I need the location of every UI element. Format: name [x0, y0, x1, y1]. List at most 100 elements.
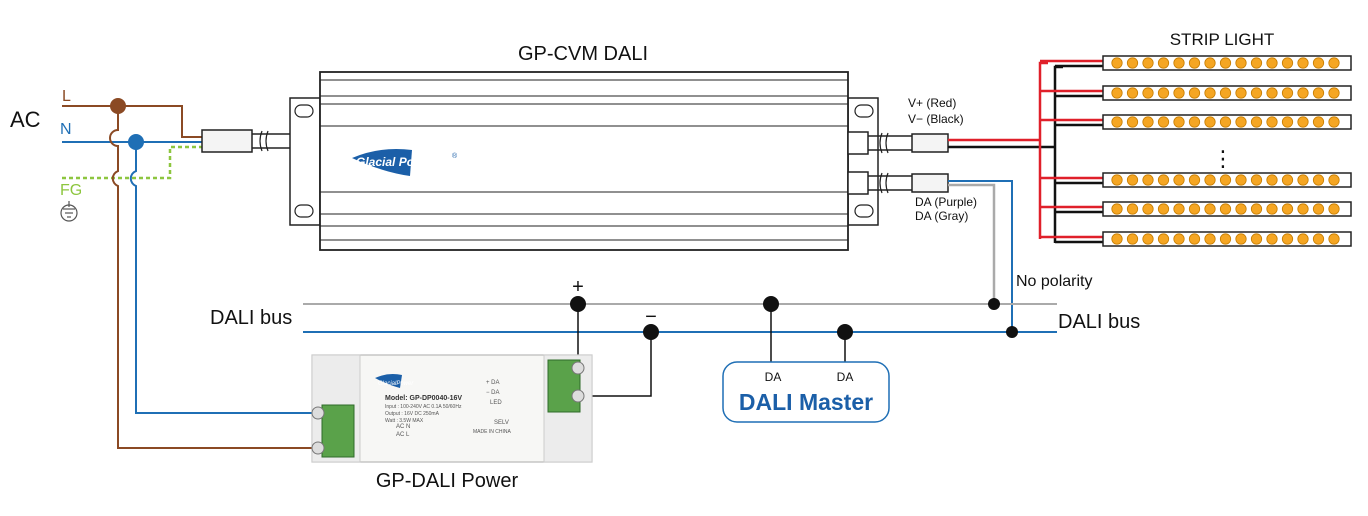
ground-wire — [62, 145, 202, 180]
strip-led-icon — [1111, 233, 1123, 245]
strip-led-icon — [1328, 233, 1340, 245]
strip-led-icon — [1235, 57, 1247, 69]
strip-led-icon — [1219, 233, 1232, 245]
driver-da-junction-2 — [1006, 326, 1018, 338]
strip-light-row — [1102, 55, 1352, 71]
strip-led-icon — [1188, 57, 1201, 69]
psu-model: Model: GP-DP0040-16V — [385, 395, 462, 402]
strip-light-row — [1102, 231, 1352, 247]
strip-led-icon — [1235, 116, 1247, 128]
strip-lights — [1102, 55, 1352, 247]
strip-led-icon — [1266, 233, 1278, 245]
v-minus-label: V− (Black) — [908, 112, 964, 126]
line-label: L — [62, 88, 71, 105]
strip-led-icon — [1157, 174, 1170, 186]
strip-led-icon — [1250, 87, 1263, 99]
strip-led-icon — [1204, 87, 1216, 99]
strip-led-icon — [1142, 203, 1154, 215]
strip-led-icon — [1188, 174, 1201, 186]
v-plus-label: V+ (Red) — [908, 96, 956, 110]
master-da2-junction — [837, 324, 853, 340]
strip-led-icon — [1204, 233, 1216, 245]
strip-led-icon — [1142, 87, 1154, 99]
da-purple-label: DA (Purple) — [915, 195, 977, 209]
strip-led-icon — [1157, 233, 1170, 245]
neutral-label: N — [60, 121, 72, 138]
strip-led-icon — [1173, 174, 1185, 186]
strip-led-icon — [1219, 57, 1232, 69]
driver-logo-text: Glacial Power — [356, 155, 436, 169]
strip-led-icon — [1111, 203, 1123, 215]
strip-led-icon — [1328, 203, 1340, 215]
psu-spec2: Output : 16V DC 250mA — [385, 411, 440, 417]
strip-led-icon — [1328, 87, 1340, 99]
output-cable-power — [847, 131, 949, 155]
strip-led-icon — [1173, 233, 1185, 245]
strip-led-icon — [1111, 174, 1123, 186]
driver-title: GP-CVM DALI — [518, 43, 648, 65]
psu-made-in: MADE IN CHINA — [473, 429, 511, 435]
master-da1-junction — [763, 296, 779, 312]
strip-led-icon — [1188, 87, 1201, 99]
line-wire — [62, 105, 202, 138]
strip-led-icon — [1142, 57, 1154, 69]
psu-led: LED — [490, 400, 502, 406]
strip-led-icon — [1142, 116, 1154, 128]
strip-led-icon — [1297, 174, 1309, 186]
ac-label: AC — [10, 107, 41, 132]
strip-led-icon — [1235, 203, 1247, 215]
dali-power-supply: GlacialPower Model: GP-DP0040-16V Input … — [311, 354, 593, 463]
strip-title: STRIP LIGHT — [1170, 30, 1275, 49]
psu-logo-text: GlacialPower — [378, 381, 414, 387]
strip-led-icon — [1297, 233, 1309, 245]
strip-light-row — [1102, 201, 1352, 217]
strip-led-icon — [1188, 233, 1201, 245]
strip-led-icon — [1111, 57, 1123, 69]
strip-led-icon — [1297, 87, 1309, 99]
line-junction — [110, 98, 126, 114]
strip-led-icon — [1173, 87, 1185, 99]
strip-light-row — [1102, 85, 1352, 101]
strip-led-icon — [1250, 174, 1263, 186]
strip-led-icon — [1126, 57, 1139, 69]
earth-ground-icon — [60, 201, 78, 222]
strip-light-row — [1102, 172, 1352, 188]
strip-led-icon — [1204, 174, 1216, 186]
strip-led-icon — [1312, 203, 1325, 215]
strip-led-icon — [1235, 87, 1247, 99]
strip-led-icon — [1219, 116, 1232, 128]
bus-plus-label: + — [572, 276, 584, 298]
strip-led-icon — [1204, 203, 1216, 215]
strip-red-bus — [1038, 61, 1048, 239]
strip-led-icon — [1266, 57, 1278, 69]
strip-black-bus — [1053, 65, 1063, 243]
driver-da-junction-1 — [988, 298, 1000, 310]
strip-led-icon — [1157, 57, 1170, 69]
psu-plus-junction — [570, 296, 586, 312]
strip-led-icon — [1235, 233, 1247, 245]
strip-led-icon — [1142, 174, 1154, 186]
strip-led-icon — [1312, 233, 1325, 245]
strip-led-icon — [1173, 203, 1185, 215]
strip-led-icon — [1328, 174, 1340, 186]
strip-led-icon — [1297, 116, 1309, 128]
strip-led-icon — [1266, 87, 1278, 99]
strip-light-row — [1102, 114, 1352, 130]
dali-master-box: DA DA DALI Master — [722, 361, 890, 423]
strip-led-icon — [1312, 116, 1325, 128]
strip-led-icon — [1173, 116, 1185, 128]
strip-led-icon — [1250, 57, 1263, 69]
strip-led-icon — [1250, 116, 1263, 128]
strip-led-icon — [1328, 57, 1340, 69]
strip-led-icon — [1281, 174, 1294, 186]
psu-da-plus: + DA — [486, 380, 500, 386]
no-polarity-label: No polarity — [1016, 273, 1092, 290]
strip-led-icon — [1235, 174, 1247, 186]
strip-led-icon — [1111, 116, 1123, 128]
output-cable-dali — [847, 171, 949, 195]
strip-led-icon — [1157, 87, 1170, 99]
psu-title: GP-DALI Power — [376, 470, 519, 492]
strip-led-icon — [1312, 87, 1325, 99]
strip-led-icon — [1297, 57, 1309, 69]
glacial-power-logo: Glacial Power ® — [352, 149, 458, 176]
